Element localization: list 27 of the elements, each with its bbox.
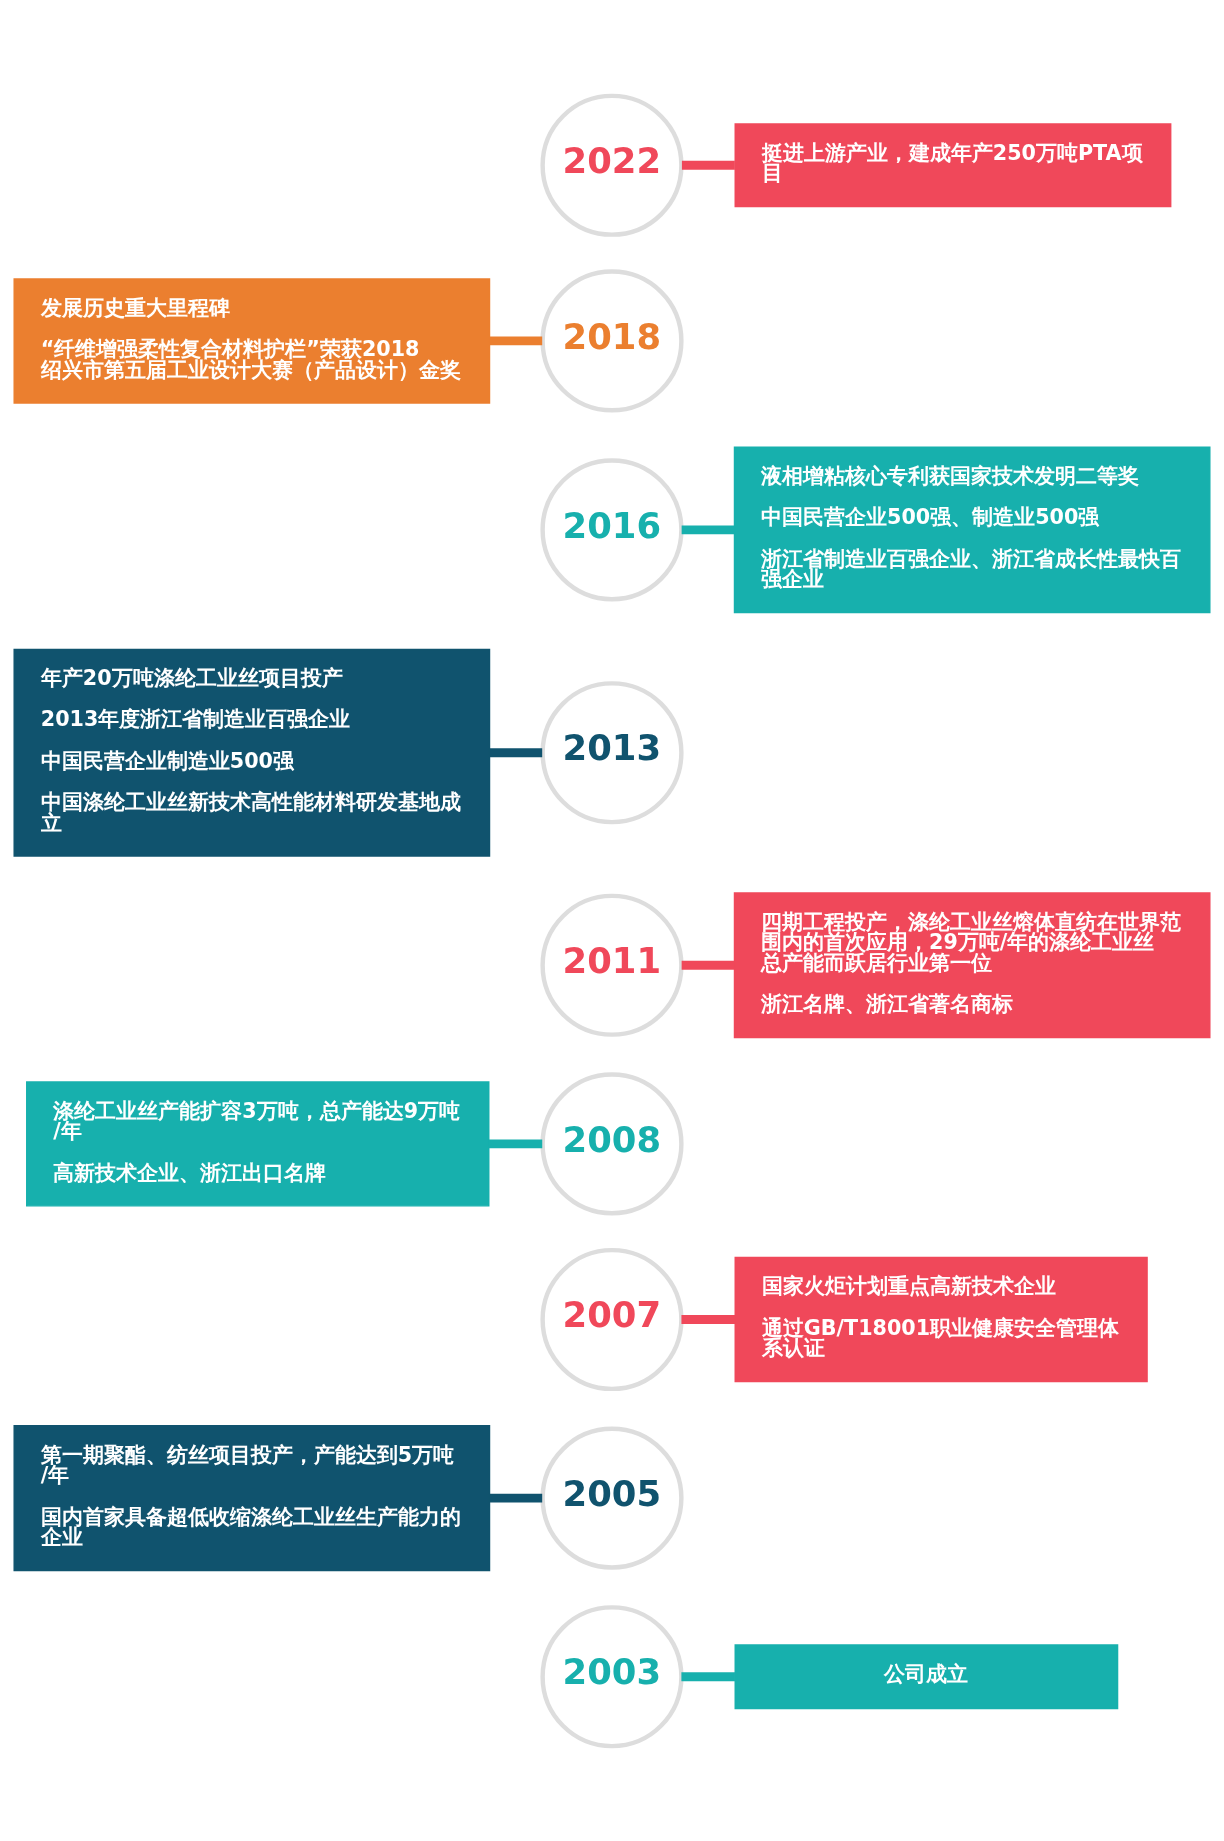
node-box: 发展历史重大里程碑 “纤维增强柔性复合材料护栏”荣获2018绍兴市第五届工业设计大赛（产品设计）金奖 [13,277,491,404]
connector [489,747,543,757]
node-circle: 2011 [540,893,684,1037]
connector [681,1314,736,1324]
node-circle: 2003 [540,1604,684,1748]
node-circle: 2022 [540,93,684,237]
connector [681,960,735,970]
connector [489,336,543,345]
node-box: 挺进上游产业，建成年产250万吨PTA项目 [734,122,1172,207]
connector [681,1671,735,1681]
node-circle: 2016 [540,457,684,601]
connector [488,1138,543,1148]
node-box: 涤纶工业丝产能扩容3万吨，总产能达9万吨/年 高新技术企业、浙江出口名牌 [26,1080,490,1207]
node-box: 国家火炬计划重点高新技术企业 通过GB/T18001职业健康安全管理体系认证 [734,1256,1148,1382]
node-circle: 2018 [540,268,684,412]
connector [489,1493,543,1503]
node-box: 液相增粘核心专利获国家技术发明二等奖 中国民营企业500强、制造业500强 浙江省制造业百强企业、浙江省成长性最快百强企业 [733,445,1211,613]
node-box: 公司成立 [734,1643,1119,1709]
connector [681,524,735,534]
node-box: 第一期聚酯、纺丝项目投产，产能达到5万吨/年 国内首家具备超低收缩涤纶工业丝生产能力的企业 [13,1424,491,1571]
node-box: 年产20万吨涤纶工业丝项目投产 2013年度浙江省制造业百强企业 中国民营企业制造业500强 中国涤纶工业丝新技术高性能材料研发基地成立 [13,648,491,857]
node-circle: 2008 [540,1071,684,1215]
node-circle: 2007 [540,1247,684,1391]
node-circle: 2013 [540,680,684,824]
node-box: 四期工程投产，涤纶工业丝熔体直纺在世界范围内的首次应用，29万吨/年的涤纶工业丝总产能而跃居行业第一位 浙江名牌、浙江省著名商标 [733,891,1211,1038]
node-circle: 2005 [540,1426,684,1570]
connector [681,160,735,170]
